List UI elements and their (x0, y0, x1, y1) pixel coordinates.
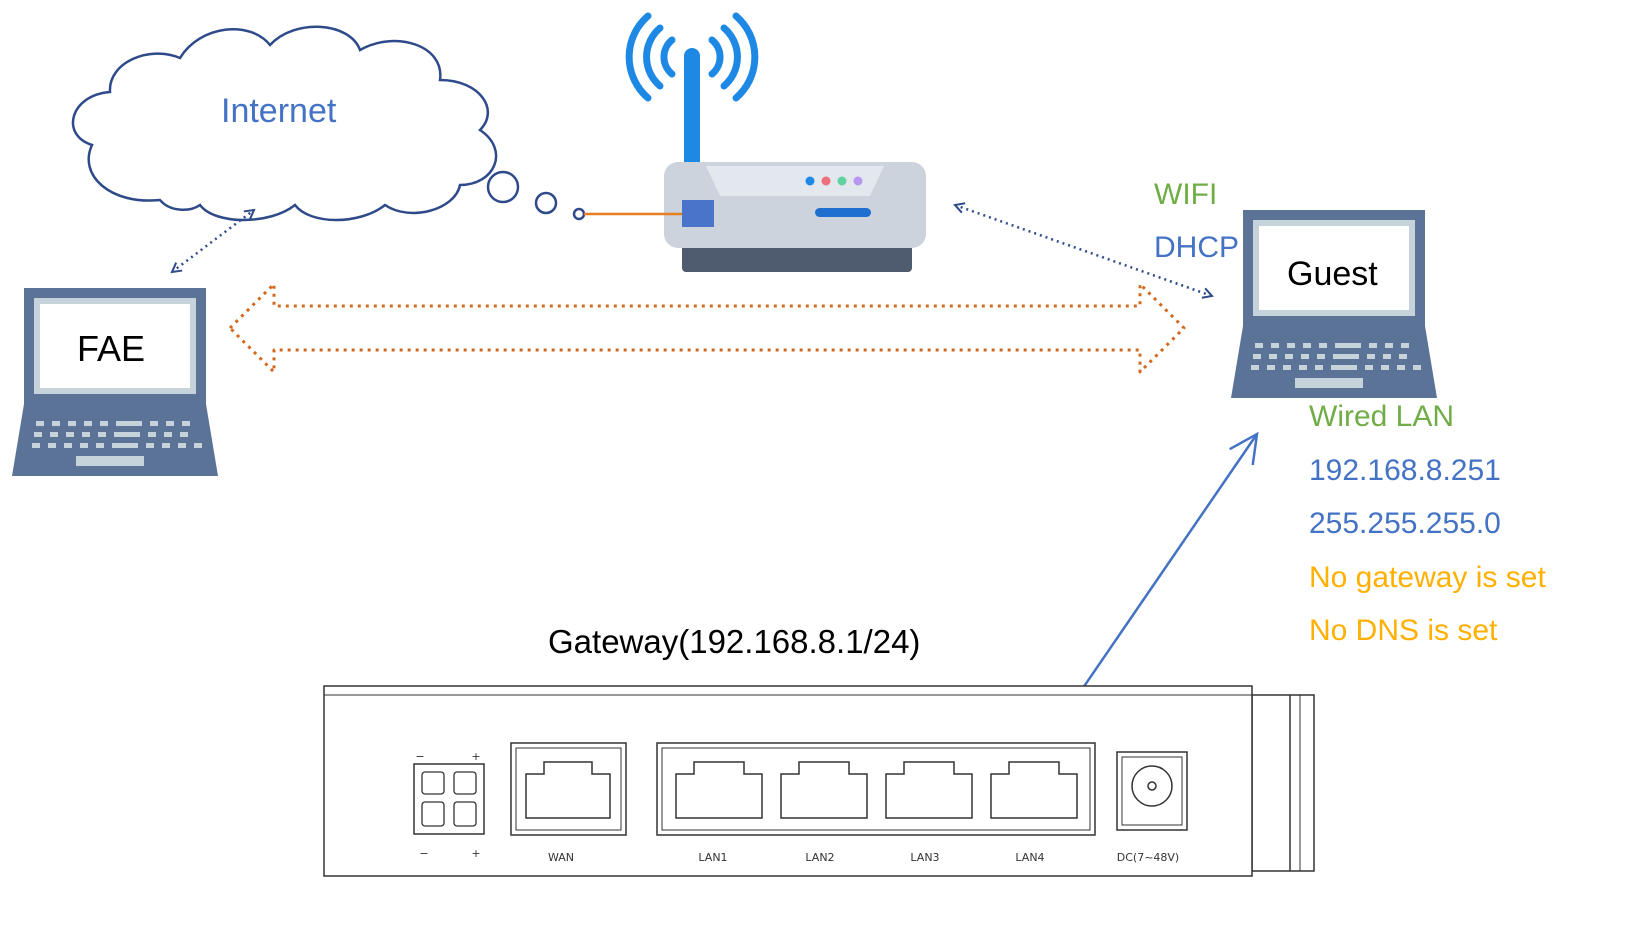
router-led-4 (853, 176, 863, 186)
power-terminal (413, 763, 485, 835)
router-status-bar (815, 208, 871, 217)
lan3-port (885, 761, 973, 819)
internet-label: Internet (221, 92, 337, 130)
lan1-label: LAN1 (698, 851, 727, 864)
internet-cloud (71, 25, 586, 222)
no-gateway-label: No gateway is set (1309, 561, 1546, 594)
edge-fae-internet (172, 210, 254, 272)
dc-label: DC(7~48V) (1117, 851, 1179, 864)
gateway-device: − + − + WAN LAN1 LAN2 LAN3 LAN4 DC(7~48V… (323, 685, 1315, 877)
fae-laptop (12, 288, 218, 476)
power-plus-top-label: + (471, 750, 480, 763)
guest-screen (1259, 226, 1409, 310)
gateway-title: Gateway(192.168.8.1/24) (548, 623, 921, 660)
fae-label: FAE (77, 328, 146, 369)
router-led-1 (805, 176, 815, 186)
dc-jack (1116, 751, 1188, 831)
router-wan-port (682, 200, 714, 227)
fae-trackpad (76, 456, 144, 466)
wan-label: WAN (548, 851, 574, 864)
power-minus-bottom-label: − (419, 847, 428, 860)
guest-keyboard (1251, 343, 1421, 388)
wifi-label: WIFI (1154, 178, 1218, 211)
thought-bubble-medium (534, 191, 558, 215)
lan1-port (675, 761, 763, 819)
no-dns-label: No DNS is set (1309, 614, 1498, 647)
wan-port (510, 742, 627, 836)
wifi-signal-icon (625, 12, 759, 102)
lan2-label: LAN2 (805, 851, 834, 864)
power-plus-bottom-label: + (471, 847, 480, 860)
guest-ip-label: 192.168.8.251 (1309, 454, 1501, 487)
lan4-port (990, 761, 1078, 819)
guest-mask-label: 255.255.255.0 (1309, 507, 1501, 540)
lan-port-block (656, 742, 1096, 836)
lan3-label: LAN3 (910, 851, 939, 864)
guest-label: Guest (1287, 255, 1378, 293)
router-led-3 (837, 176, 847, 186)
edge-fae-guest (228, 282, 1186, 374)
guest-laptop (1231, 210, 1437, 398)
wifi-router (584, 12, 926, 272)
fae-screen (40, 304, 190, 388)
thought-bubble-large (486, 170, 520, 204)
thought-bubble-small (572, 207, 586, 221)
fae-keyboard (32, 421, 202, 466)
guest-trackpad (1295, 378, 1363, 388)
dhcp-label: DHCP (1154, 231, 1240, 264)
router-led-2 (821, 176, 831, 186)
router-antenna (684, 48, 700, 176)
lan2-port (780, 761, 868, 819)
lan4-label: LAN4 (1015, 851, 1044, 864)
power-minus-top-label: − (415, 750, 424, 763)
wired-lan-label: Wired LAN (1309, 400, 1455, 433)
